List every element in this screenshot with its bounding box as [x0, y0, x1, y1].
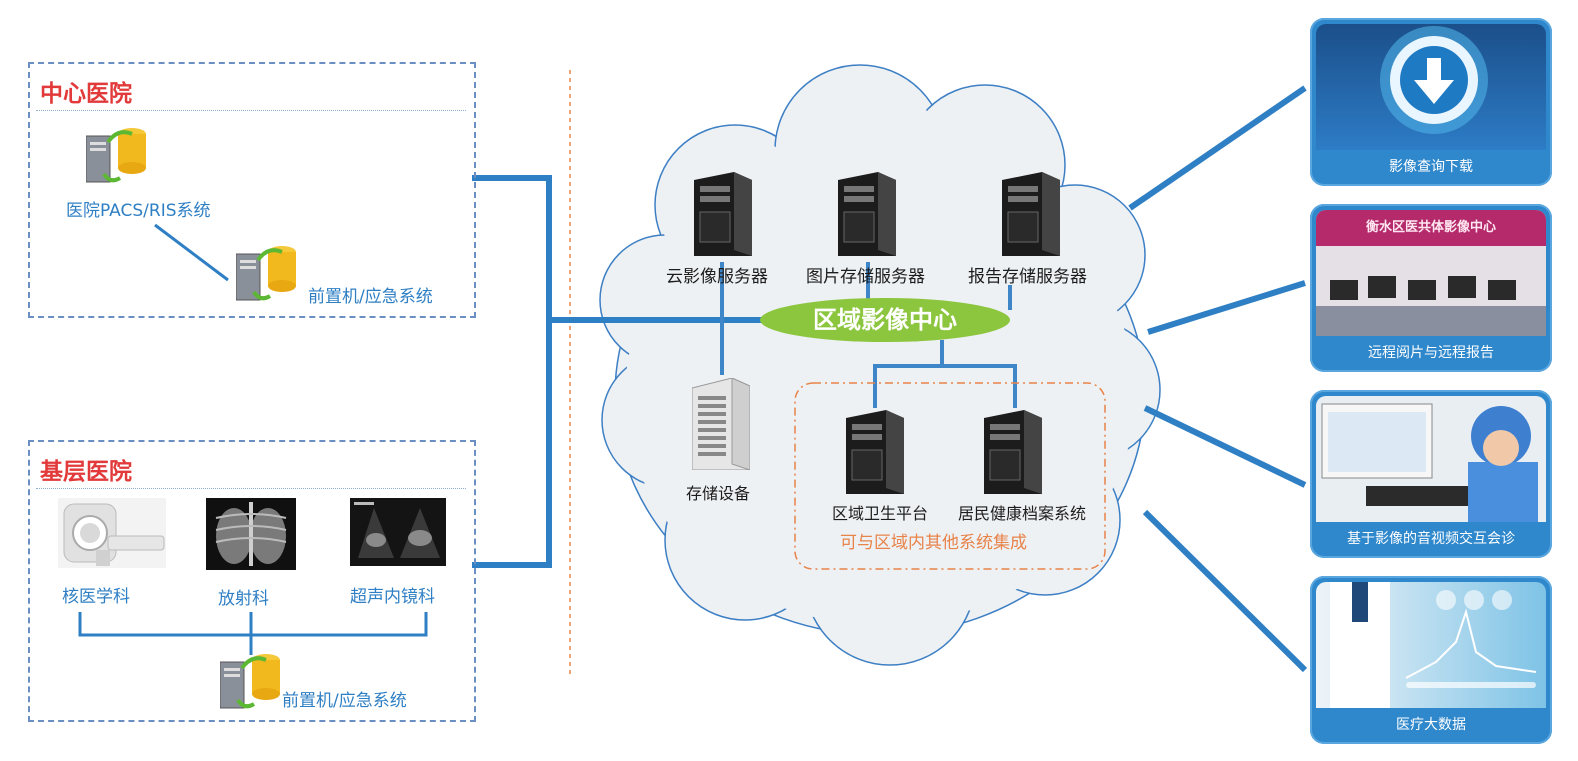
server-label-image: 图片存储服务器	[806, 267, 925, 287]
basic-frontend-server-icon	[219, 648, 284, 712]
platform-label-records: 居民健康档案系统	[958, 504, 1087, 523]
integration-note: 可与区域内其他系统集成	[840, 533, 1027, 553]
storage-device-icon	[691, 377, 751, 471]
xray-image	[206, 498, 296, 570]
department-label-radiology: 放射科	[218, 589, 269, 609]
consultation-image	[1316, 396, 1546, 522]
department-label-nuclear: 核医学科	[62, 587, 130, 607]
download-image	[1316, 24, 1546, 150]
central-hospital-box	[28, 62, 476, 318]
central-hospital-title: 中心医院	[40, 81, 132, 107]
service-caption-remote-reading: 远程阅片与远程报告	[1368, 345, 1494, 361]
pacs-label: 医院PACS/RIS系统	[66, 201, 211, 221]
health-platform-server-icon	[846, 410, 904, 494]
server-label-report: 报告存储服务器	[968, 267, 1087, 287]
big-data-image	[1316, 582, 1546, 708]
basic-hospital-box	[28, 440, 476, 722]
basic-frontend-label: 前置机/应急系统	[282, 691, 407, 711]
central-frontend-label: 前置机/应急系统	[308, 287, 433, 307]
regional-imaging-center: 区域影像中心	[760, 298, 1010, 342]
integration-box	[794, 382, 1106, 570]
service-caption-video-consult: 基于影像的音视频交互会诊	[1347, 531, 1515, 547]
image-storage-server-icon	[838, 172, 896, 256]
report-storage-server-icon	[1002, 172, 1060, 256]
reading-room-image: 衡水区医共体影像中心	[1316, 210, 1546, 336]
service-card-video-consult[interactable]: 基于影像的音视频交互会诊	[1310, 390, 1552, 558]
ct-scanner-image	[58, 498, 166, 568]
service-caption-big-data: 医疗大数据	[1396, 717, 1466, 733]
server-label-cloud: 云影像服务器	[666, 267, 768, 287]
basic-hospital-title: 基层医院	[40, 459, 132, 485]
pacs-server-icon	[85, 122, 150, 186]
central-frontend-server-icon	[235, 240, 300, 304]
service-card-remote-reading[interactable]: 衡水区医共体影像中心 远程阅片与远程报告	[1310, 204, 1552, 372]
health-records-server-icon	[984, 410, 1042, 494]
service-card-download[interactable]: 影像查询下载	[1310, 18, 1552, 186]
reading-room-banner: 衡水区医共体影像中心	[1365, 220, 1496, 235]
service-caption-download: 影像查询下载	[1389, 159, 1473, 175]
ultrasound-image	[350, 498, 446, 566]
central-title-divider	[36, 110, 466, 111]
department-label-ultrasound: 超声内镜科	[350, 587, 435, 607]
download-icon	[1414, 58, 1454, 104]
platform-label-health: 区域卫生平台	[832, 504, 929, 523]
basic-title-divider	[36, 488, 466, 489]
storage-label: 存储设备	[686, 484, 751, 503]
service-card-big-data[interactable]: 医疗大数据	[1310, 576, 1552, 744]
cloud-image-server-icon	[694, 172, 752, 256]
